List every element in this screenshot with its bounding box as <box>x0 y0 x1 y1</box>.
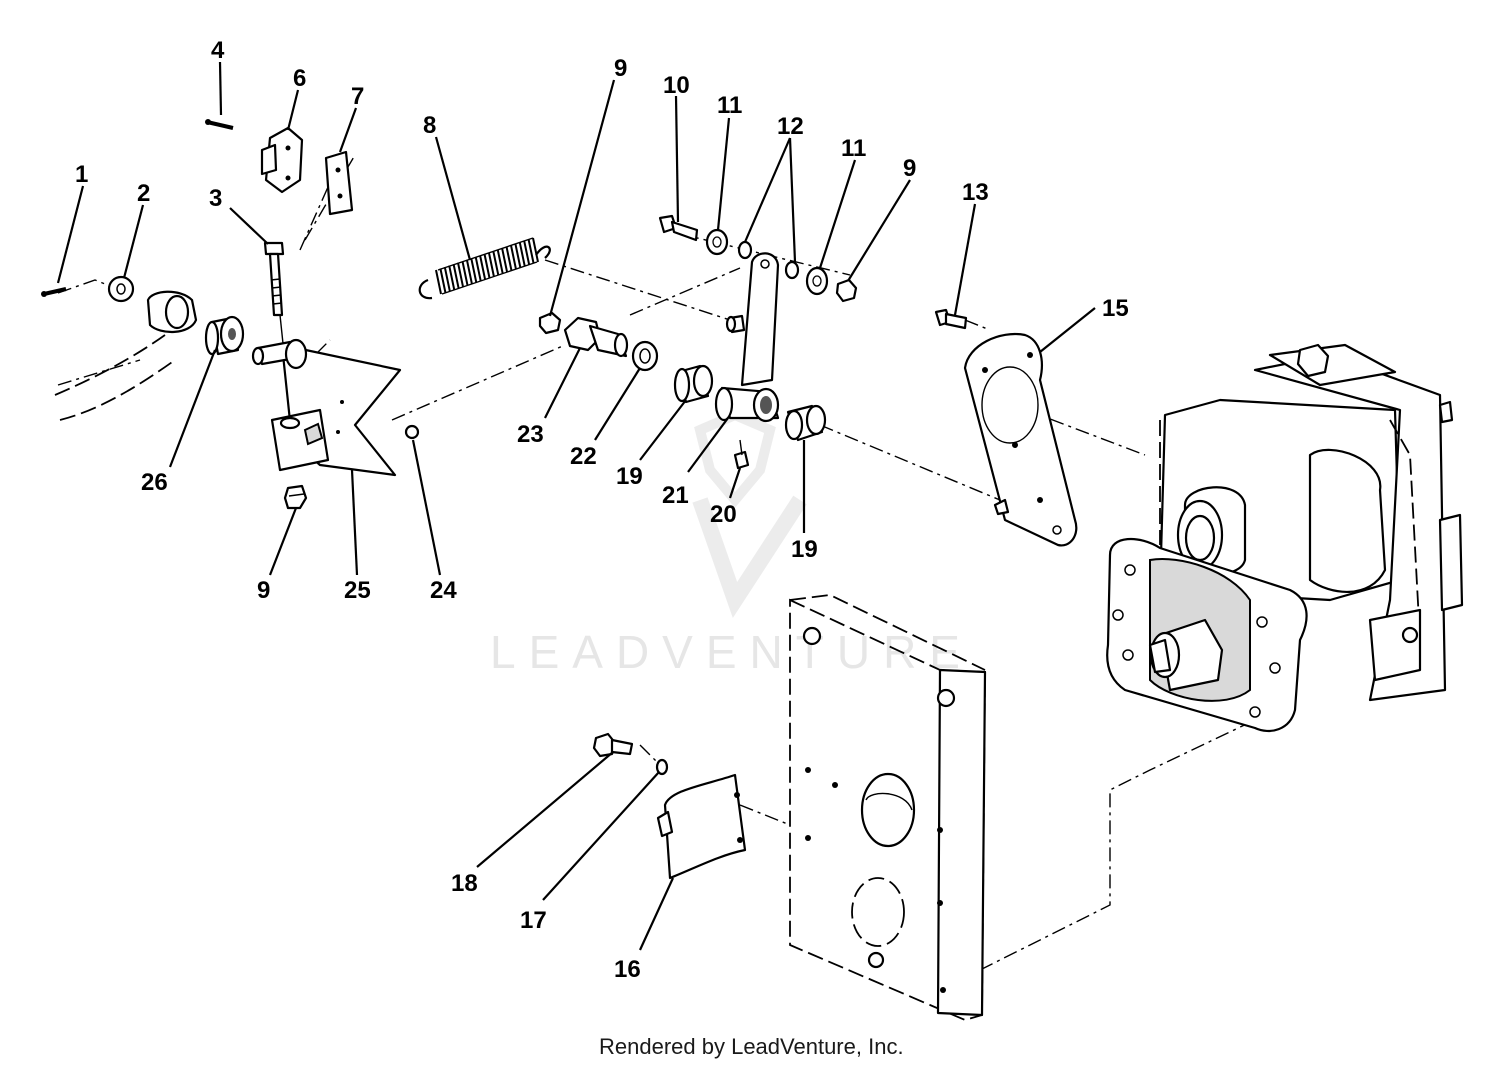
callout-11-left: 11 <box>717 92 742 119</box>
control-lever-arm <box>54 290 198 421</box>
callout-11-right: 11 <box>841 135 866 162</box>
callout-labels: 1 2 3 4 6 7 8 9 10 11 12 11 9 13 15 26 9… <box>75 37 1129 983</box>
part-16-bracket <box>656 773 747 880</box>
part-4-pin <box>205 119 234 130</box>
part-26-bushing <box>204 315 245 356</box>
callout-20: 20 <box>710 501 737 528</box>
hydrostatic-pump-assembly <box>1106 343 1464 733</box>
part-9-nut-mid <box>538 311 562 335</box>
callout-9-top: 9 <box>614 55 627 82</box>
callout-19-right: 19 <box>791 536 818 563</box>
frame-mounting-plate <box>789 594 987 1021</box>
part-22-washer <box>631 340 659 372</box>
part-15-mounting-plate <box>963 332 1078 547</box>
callout-3: 3 <box>209 185 222 212</box>
callout-26: 26 <box>141 469 168 496</box>
part-11-washer-left <box>705 228 729 256</box>
part-2-washer <box>107 275 135 303</box>
watermark-text: LEADVENTURE <box>490 626 973 678</box>
callout-21: 21 <box>662 482 689 509</box>
part-7-plate <box>324 150 354 216</box>
leadventure-watermark: LEADVENTURE <box>490 409 973 678</box>
callout-16: 16 <box>614 956 641 983</box>
callout-9-bottom: 9 <box>257 577 270 604</box>
callout-15: 15 <box>1102 295 1129 322</box>
part-19-bushing-right <box>784 404 827 442</box>
part-24-nut <box>404 424 420 440</box>
part-6-swivel-block <box>260 126 304 194</box>
part-17-lock-washer <box>655 758 669 776</box>
callout-leaders <box>56 61 1096 951</box>
callout-12: 12 <box>777 113 804 140</box>
callout-23: 23 <box>517 421 544 448</box>
callout-17: 17 <box>520 907 547 934</box>
callout-24: 24 <box>430 577 457 604</box>
callout-4: 4 <box>211 37 225 64</box>
part-1-cotter-pin <box>41 287 67 297</box>
part-8-spring <box>418 237 551 300</box>
callout-25: 25 <box>344 577 371 604</box>
callout-6: 6 <box>293 65 306 92</box>
part-9-nut-right <box>835 278 858 303</box>
part-13-bolt <box>934 308 968 330</box>
part-19-bushing-left <box>673 364 714 404</box>
callout-22: 22 <box>570 443 597 470</box>
callout-19-left: 19 <box>616 463 643 490</box>
part-18-bolt <box>592 732 634 758</box>
part-25-bracket <box>251 338 402 477</box>
part-11-washer-right <box>805 266 829 296</box>
part-12-lock-washers <box>737 240 800 280</box>
callout-18: 18 <box>451 870 478 897</box>
part-21-lever <box>714 252 780 423</box>
callout-8: 8 <box>423 112 436 139</box>
part-23-shoulder-bolt <box>563 316 629 358</box>
callout-1: 1 <box>75 161 88 188</box>
callout-7: 7 <box>351 83 364 110</box>
callout-9-right: 9 <box>903 155 916 182</box>
part-10-bolt <box>658 214 699 242</box>
part-9-nut-lower <box>283 484 308 510</box>
callout-10: 10 <box>663 72 690 99</box>
callout-2: 2 <box>137 180 150 207</box>
footer-credit: Rendered by LeadVenture, Inc. <box>599 1034 904 1059</box>
callout-13: 13 <box>962 179 989 206</box>
part-20-grease-fitting <box>733 439 750 470</box>
assembly-center-lines <box>57 154 1256 971</box>
